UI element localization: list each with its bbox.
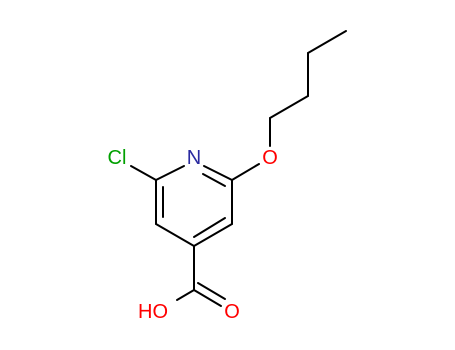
bond-butyl-c4-c3	[307, 30, 347, 54]
bond-c6-n	[155, 165, 185, 181]
bond-o-c2	[231, 163, 260, 181]
bond-cooh-carbonyl-a	[193, 289, 222, 307]
atom-o-ether: O	[262, 147, 278, 169]
bond-c6-cl	[130, 165, 157, 181]
atom-o-carbonyl: O	[224, 301, 240, 323]
atom-n: N	[187, 147, 201, 169]
bond-c4-c5	[155, 223, 195, 247]
bond-n-c2-inner	[202, 173, 226, 187]
bond-lines	[130, 30, 347, 307]
bond-cooh-carbonyl-b	[197, 282, 226, 300]
bond-cooh-oh	[176, 289, 195, 301]
bond-butyl-c2-c1	[269, 95, 309, 119]
bond-n-c2	[203, 165, 233, 181]
atom-hydroxyl: HO	[138, 301, 168, 323]
atom-labels: Cl N O HO O	[108, 147, 278, 323]
bond-c3-c4-inner	[193, 217, 226, 238]
bond-c3-c4	[193, 223, 233, 247]
atom-cl: Cl	[108, 147, 127, 169]
